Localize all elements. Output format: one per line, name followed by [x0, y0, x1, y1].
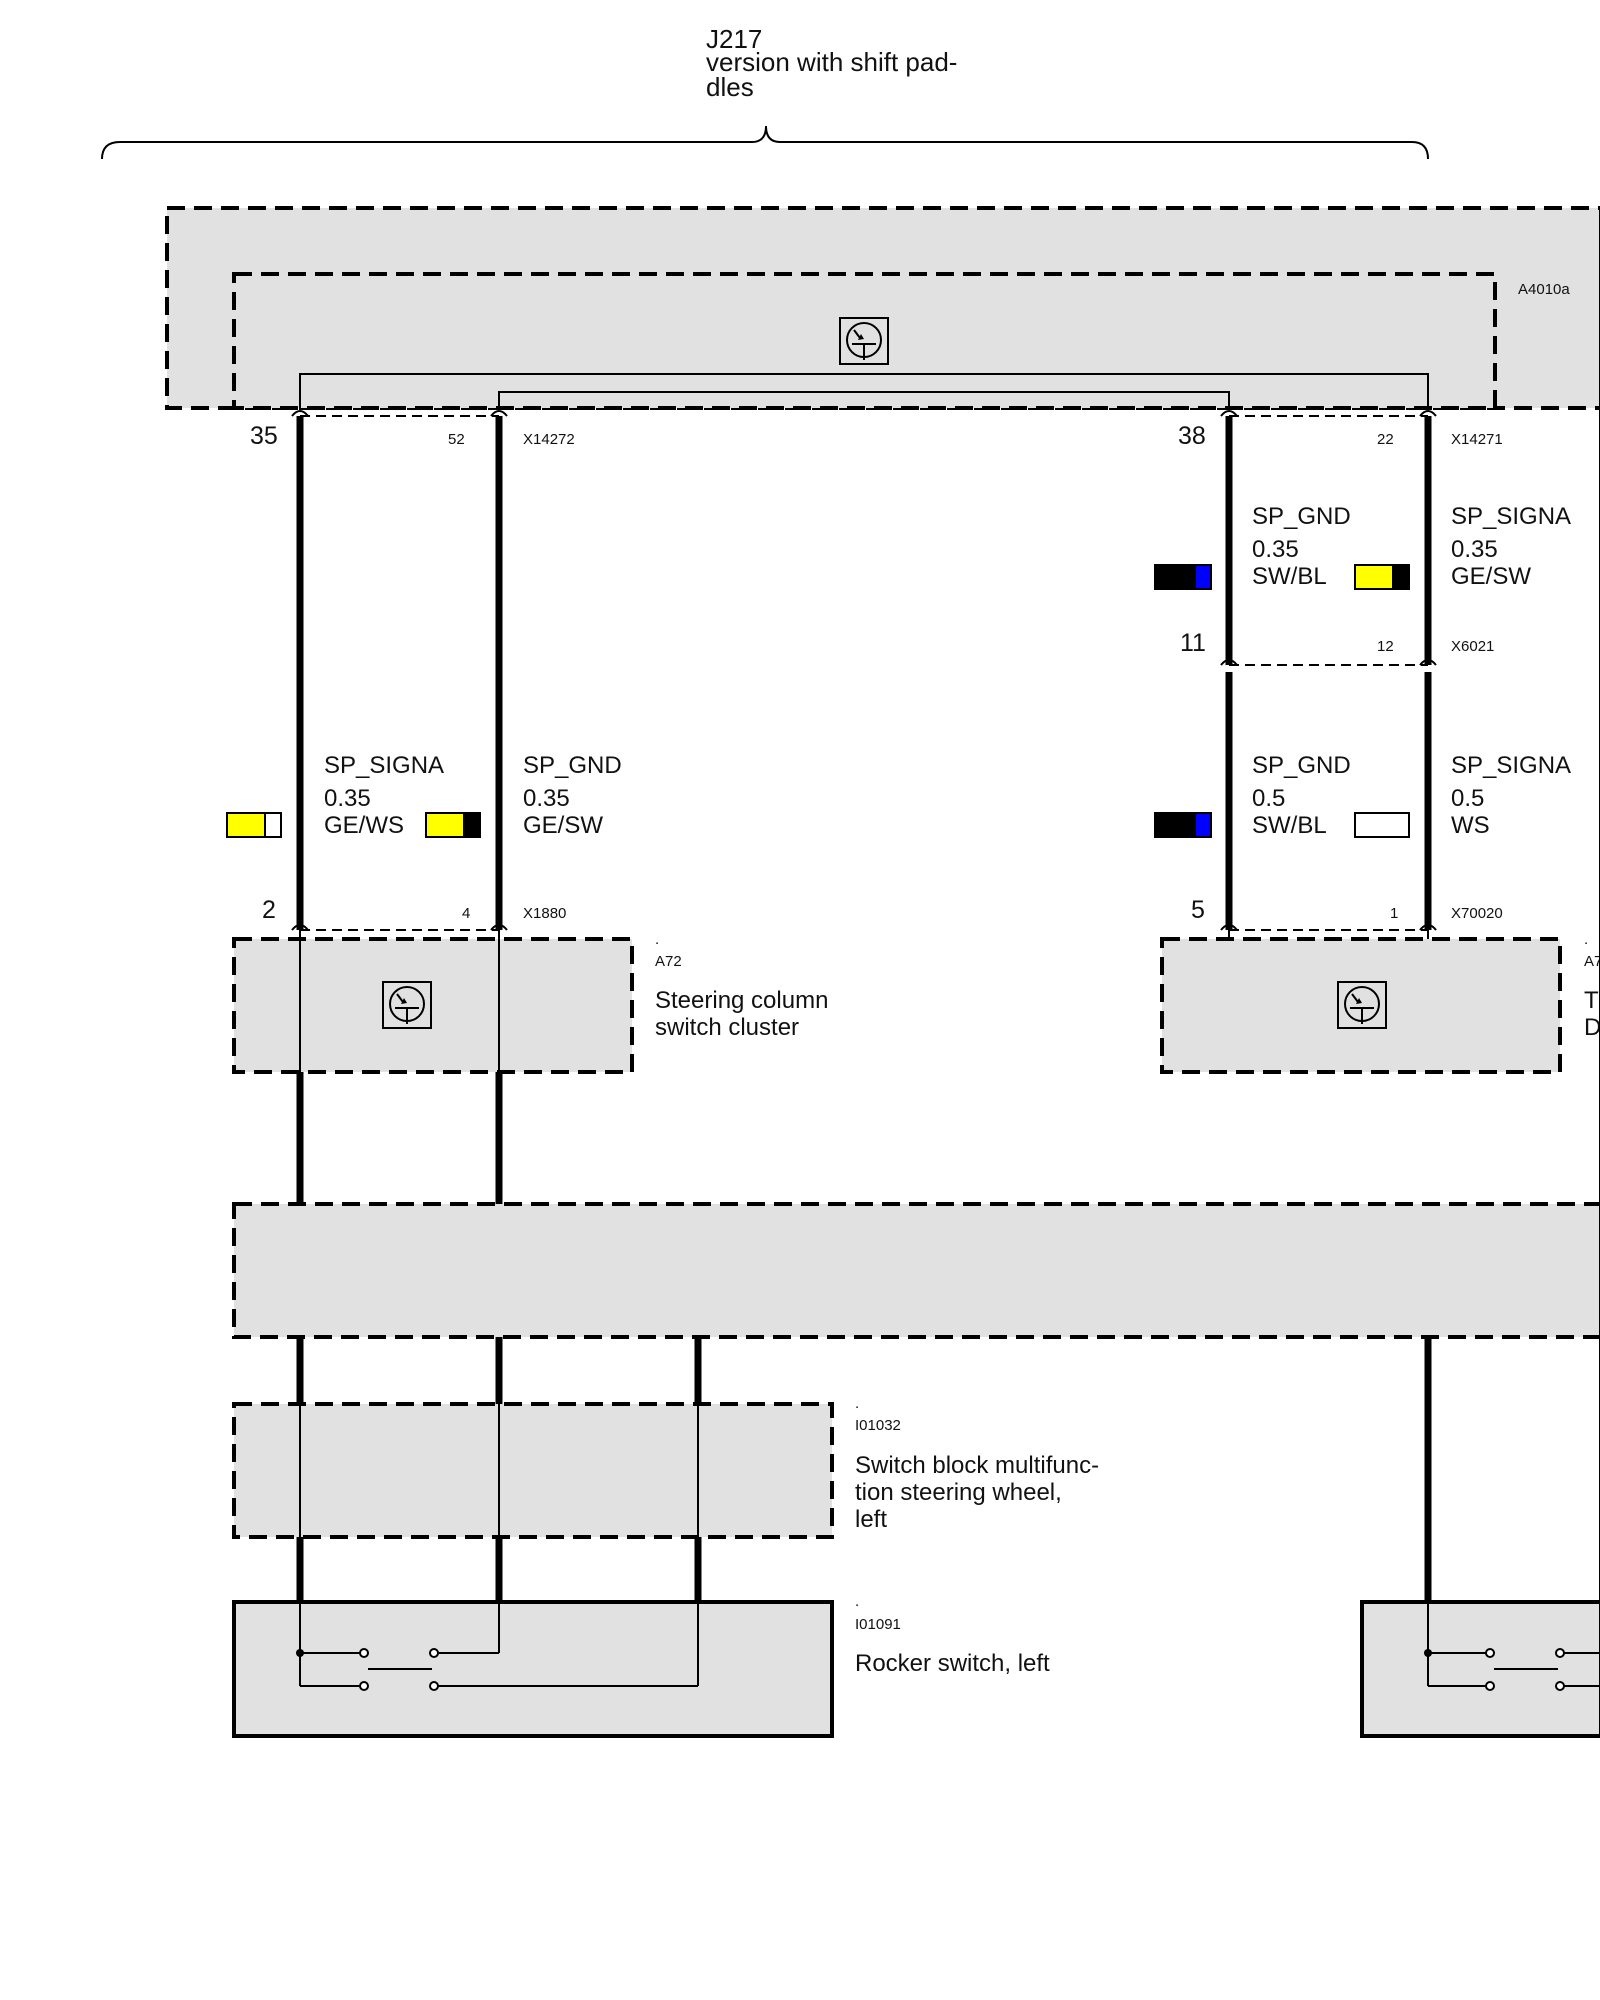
x70020-ref: X70020 — [1451, 905, 1503, 922]
x1880-pin-a-cup — [291, 924, 309, 931]
x6021-pin-b-cup-top — [1419, 659, 1437, 666]
x14272-pin-a: 35 — [250, 422, 278, 450]
internal-link-outer — [299, 373, 1429, 408]
top-signa-size: 0.35 — [1451, 536, 1498, 563]
right-signa-signal: SP_SIGNA — [1451, 752, 1571, 779]
left-gnd-size: 0.35 — [523, 785, 570, 812]
header-line-3: dles — [706, 72, 754, 102]
right-gnd-color: SW/BL — [1252, 812, 1327, 839]
a72-module-box — [232, 937, 634, 1074]
left-signa-size: 0.35 — [324, 785, 371, 812]
top-gnd-signal: SP_GND — [1252, 503, 1351, 530]
x14271-pin-b-cup — [1419, 410, 1437, 417]
right-module-box — [1160, 937, 1562, 1074]
left-signa-color: GE/WS — [324, 812, 404, 839]
right-gnd-size: 0.5 — [1252, 785, 1285, 812]
internal-link-inner — [498, 391, 1230, 408]
a72-ref: A72 — [655, 953, 682, 970]
swatch-top-signa — [1354, 564, 1410, 590]
x1880-pin-a: 2 — [262, 896, 276, 924]
rocker-switch-left-icon — [296, 1602, 699, 1691]
right-gnd-signal: SP_GND — [1252, 752, 1351, 779]
right-control-unit-icon — [1337, 981, 1387, 1029]
x70020-pin-a: 5 — [1191, 896, 1205, 924]
right-module-name-line-2: D — [1584, 1014, 1600, 1041]
x14271-pin-b: 22 — [1377, 431, 1394, 448]
left-signa-signal: SP_SIGNA — [324, 752, 444, 779]
x70020-pin-a-cup — [1220, 924, 1238, 931]
a72-name-line-2: switch cluster — [655, 1014, 799, 1041]
x1880-pin-b-cup — [490, 924, 508, 931]
a72-name-line-1: Steering column — [655, 987, 828, 1014]
x14272-pin-a-cup — [291, 410, 309, 417]
rocker-switch-right-icon — [1424, 1602, 1600, 1691]
i01032-module-box — [232, 1402, 834, 1539]
i01091-module-box — [232, 1600, 834, 1738]
x70020-pin-b: 1 — [1390, 905, 1398, 922]
x14271-ref: X14271 — [1451, 431, 1503, 448]
x6021-pin-a: 11 — [1180, 629, 1206, 657]
top-gnd-color: SW/BL — [1252, 563, 1327, 590]
top-signa-signal: SP_SIGNA — [1451, 503, 1571, 530]
right-signa-size: 0.5 — [1451, 785, 1484, 812]
i01032-name-line-2: tion steering wheel, — [855, 1479, 1062, 1506]
i01032-dot: . — [855, 1395, 859, 1412]
swatch-right-signa — [1354, 812, 1410, 838]
right-signa-color: WS — [1451, 812, 1490, 839]
header-brace — [101, 125, 1429, 160]
i01091-ref: I01091 — [855, 1616, 901, 1633]
x6021-pin-b: 12 — [1377, 638, 1394, 655]
x14272-pin-b-cup — [490, 410, 508, 417]
header-line-2: version with shift pad- — [706, 47, 957, 77]
i01032-name-line-1: Switch block multifunc- — [855, 1452, 1099, 1479]
x14271-pin-a: 38 — [1178, 422, 1206, 450]
header-line-1: J217 — [706, 24, 762, 54]
middle-bus-box — [232, 1202, 1600, 1339]
x14271-pin-a-cup — [1220, 410, 1238, 417]
top-gnd-size: 0.35 — [1252, 536, 1299, 563]
i01091-name-line-1: Rocker switch, left — [855, 1650, 1050, 1677]
swatch-right-gnd — [1154, 812, 1212, 838]
right-module-name-line-1: T — [1584, 987, 1599, 1014]
swatch-left-gnd — [425, 812, 481, 838]
a4010a-module-box — [232, 272, 1497, 410]
a72-control-unit-icon — [382, 981, 432, 1029]
x1880-ref: X1880 — [523, 905, 566, 922]
i01032-name-line-3: left — [855, 1506, 887, 1533]
x14272-ref: X14272 — [523, 431, 575, 448]
a72-dot: . — [655, 931, 659, 948]
right-rocker-switch-box — [1360, 1600, 1600, 1738]
swatch-top-gnd — [1154, 564, 1212, 590]
x6021-ref: X6021 — [1451, 638, 1494, 655]
control-unit-icon — [839, 317, 889, 365]
x70020-pin-b-cup — [1419, 924, 1437, 931]
left-gnd-color: GE/SW — [523, 812, 603, 839]
top-signa-color: GE/SW — [1451, 563, 1531, 590]
left-gnd-signal: SP_GND — [523, 752, 622, 779]
right-module-ref: A7 — [1584, 953, 1600, 970]
x14272-pin-b: 52 — [448, 431, 465, 448]
right-module-dot: . — [1584, 931, 1588, 948]
i01032-ref: I01032 — [855, 1417, 901, 1434]
x1880-pin-b: 4 — [462, 905, 470, 922]
i01091-dot: . — [855, 1593, 859, 1610]
swatch-left-signa — [226, 812, 282, 838]
x6021-pin-a-cup-top — [1220, 659, 1238, 666]
a4010a-ref: A4010a — [1518, 281, 1570, 298]
